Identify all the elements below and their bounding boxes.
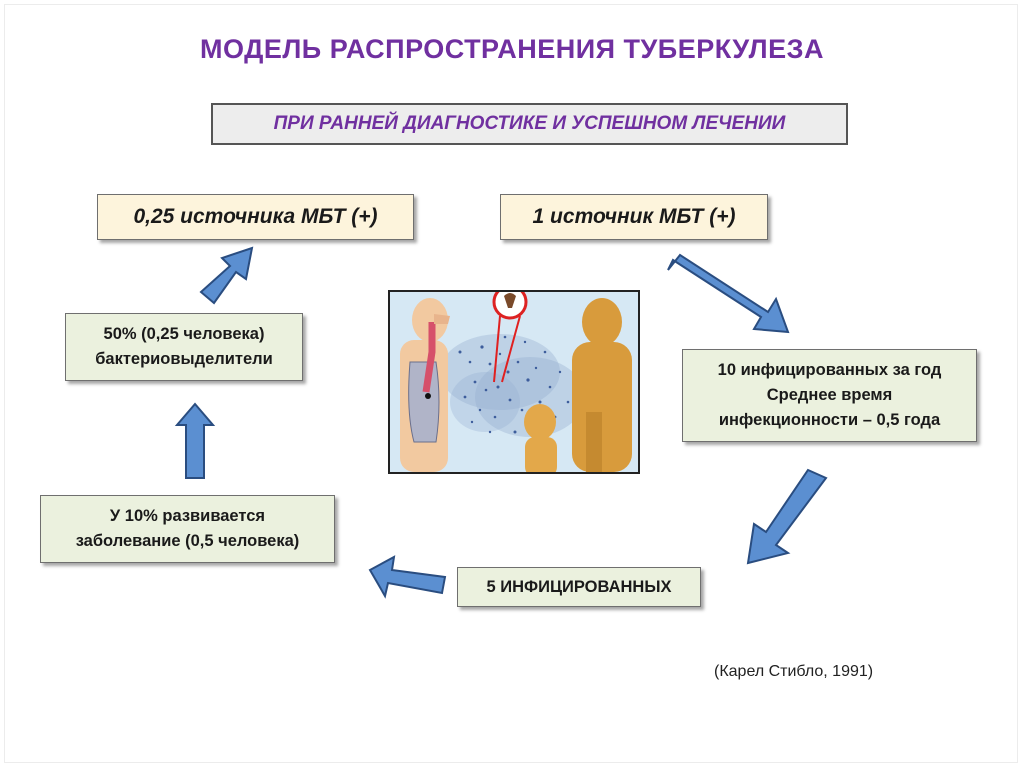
box-disease-10pct: У 10% развивается заболевание (0,5 челов… — [40, 495, 335, 563]
box-source-1: 1 источник МБТ (+) — [500, 194, 768, 240]
slide-frame — [4, 4, 1018, 763]
slide-title: МОДЕЛЬ РАСПРОСТРАНЕНИЯ ТУБЕРКУЛЕЗА — [199, 34, 825, 64]
warning-sign-icon — [492, 292, 528, 383]
box-source-1-text: 1 источник МБТ (+) — [532, 205, 736, 228]
box-disease-10pct-line1: У 10% развивается — [109, 507, 266, 526]
healthy-adult-figure — [572, 298, 632, 472]
transmission-illustration-svg — [390, 292, 638, 472]
transmission-illustration — [388, 290, 640, 474]
box-infected-10: 10 инфицированных за год Среднее время и… — [682, 349, 977, 442]
box-infected-10-line3: инфекционности – 0,5 года — [718, 410, 941, 429]
box-sources-025: 0,25 источника МБТ (+) — [97, 194, 414, 240]
child-figure — [524, 404, 557, 472]
box-sources-025-text: 0,25 источника МБТ (+) — [133, 205, 378, 228]
box-excretors-50pct: 50% (0,25 человека) бактериовыделители — [65, 313, 303, 381]
box-disease-10pct-line2: заболевание (0,5 человека) — [75, 532, 300, 550]
box-infected-5: 5 ИНФИЦИРОВАННЫХ — [457, 567, 701, 607]
box-excretors-50pct-line1: 50% (0,25 человека) — [103, 325, 265, 344]
citation: (Карел Стибло, 1991) — [714, 663, 874, 680]
box-infected-10-line2: Среднее время — [766, 386, 893, 405]
slide-subtitle: ПРИ РАННЕЙ ДИАГНОСТИКЕ И УСПЕШНОМ ЛЕЧЕНИ… — [211, 103, 848, 145]
sick-person-figure — [400, 298, 450, 472]
box-excretors-50pct-line2: бактериовыделители — [95, 350, 273, 368]
box-infected-5-text: 5 ИНФИЦИРОВАННЫХ — [486, 577, 672, 596]
box-infected-10-line1: 10 инфицированных за год — [717, 361, 942, 380]
